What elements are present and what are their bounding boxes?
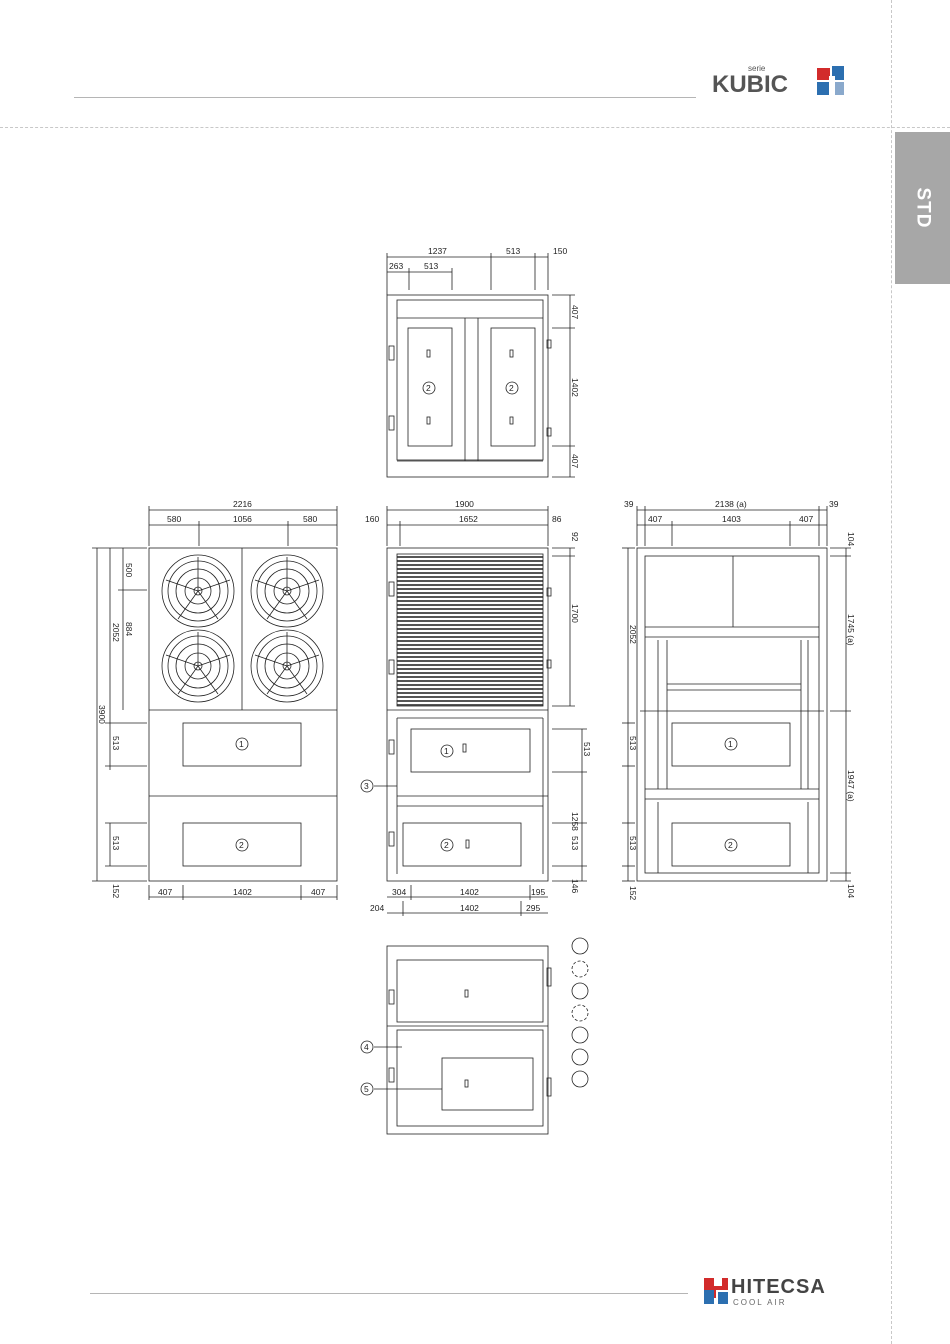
dim-side-86: 86 xyxy=(552,514,562,524)
footer-company: HITECSA xyxy=(731,1276,826,1299)
dim-side-513b: 513 xyxy=(570,836,580,850)
dim-back-407a: 407 xyxy=(648,514,662,524)
dim-top-1237: 1237 xyxy=(428,246,447,256)
dim-front-500: 500 xyxy=(124,563,134,577)
dim-front-513b: 513 xyxy=(111,836,121,850)
side-label-2: 2 xyxy=(444,840,449,850)
dim-top-513a: 513 xyxy=(506,246,520,256)
dim-top-407b: 407 xyxy=(570,454,580,468)
dim-back-2052: 2052 xyxy=(628,625,638,644)
dim-back-152: 152 xyxy=(628,886,638,900)
dim-back-39b: 39 xyxy=(829,499,839,509)
dim-front-407a: 407 xyxy=(158,887,172,897)
dim-top-1402: 1402 xyxy=(570,378,580,397)
dim-top-513b: 513 xyxy=(424,261,438,271)
dim-side-304: 304 xyxy=(392,887,406,897)
dim-side-204: 204 xyxy=(370,903,384,913)
dim-side-1700: 1700 xyxy=(570,604,580,623)
top-label-2b: 2 xyxy=(509,383,514,393)
dim-side-1258: 1258 xyxy=(570,812,580,831)
front-label-1: 1 xyxy=(239,739,244,749)
hitecsa-logo-icon xyxy=(702,1276,730,1306)
dim-back-407b: 407 xyxy=(799,514,813,524)
dim-side-92: 92 xyxy=(570,532,580,542)
dim-front-580a: 580 xyxy=(167,514,181,524)
top-view xyxy=(387,253,575,477)
side-view xyxy=(361,506,587,916)
dim-side-1402a: 1402 xyxy=(460,887,479,897)
bottom-label-4: 4 xyxy=(364,1042,369,1052)
dim-top-150: 150 xyxy=(553,246,567,256)
dim-back-1745: 1745 (a) xyxy=(846,614,856,646)
back-label-1: 1 xyxy=(728,739,733,749)
legend-symbols xyxy=(572,938,588,1087)
back-view xyxy=(622,506,851,881)
dim-back-1947: 1947 (a) xyxy=(846,770,856,802)
dim-side-160: 160 xyxy=(365,514,379,524)
dim-side-1652: 1652 xyxy=(459,514,478,524)
dim-front-3900: 3900 xyxy=(97,705,107,724)
dim-back-2138: 2138 (a) xyxy=(715,499,747,509)
dim-side-295: 295 xyxy=(526,903,540,913)
dim-side-513a: 513 xyxy=(582,742,592,756)
footer-rule xyxy=(90,1293,688,1294)
dim-front-513a: 513 xyxy=(111,736,121,750)
dim-back-39a: 39 xyxy=(624,499,634,509)
dim-top-263: 263 xyxy=(389,261,403,271)
bottom-view xyxy=(361,946,551,1134)
dim-top-407a: 407 xyxy=(570,305,580,319)
dim-front-152: 152 xyxy=(111,884,121,898)
dim-front-407b: 407 xyxy=(311,887,325,897)
dim-front-580b: 580 xyxy=(303,514,317,524)
dim-front-1402: 1402 xyxy=(233,887,252,897)
dim-back-513b: 513 xyxy=(628,836,638,850)
dim-side-1402b: 1402 xyxy=(460,903,479,913)
dim-back-104b: 104 xyxy=(846,884,856,898)
dim-side-195: 195 xyxy=(531,887,545,897)
back-label-2: 2 xyxy=(728,840,733,850)
dim-side-1900: 1900 xyxy=(455,499,474,509)
dim-front-884: 884 xyxy=(124,622,134,636)
bottom-label-5: 5 xyxy=(364,1084,369,1094)
side-label-3: 3 xyxy=(364,781,369,791)
dim-front-1056: 1056 xyxy=(233,514,252,524)
dim-front-2216: 2216 xyxy=(233,499,252,509)
dim-side-146: 146 xyxy=(570,879,580,893)
dim-back-513a: 513 xyxy=(628,736,638,750)
top-label-2a: 2 xyxy=(426,383,431,393)
dim-front-2052: 2052 xyxy=(111,623,121,642)
dim-back-104a: 104 xyxy=(846,532,856,546)
footer-tagline: COOL AIR xyxy=(733,1298,787,1307)
side-label-1: 1 xyxy=(444,746,449,756)
front-label-2: 2 xyxy=(239,840,244,850)
dim-back-1403: 1403 xyxy=(722,514,741,524)
